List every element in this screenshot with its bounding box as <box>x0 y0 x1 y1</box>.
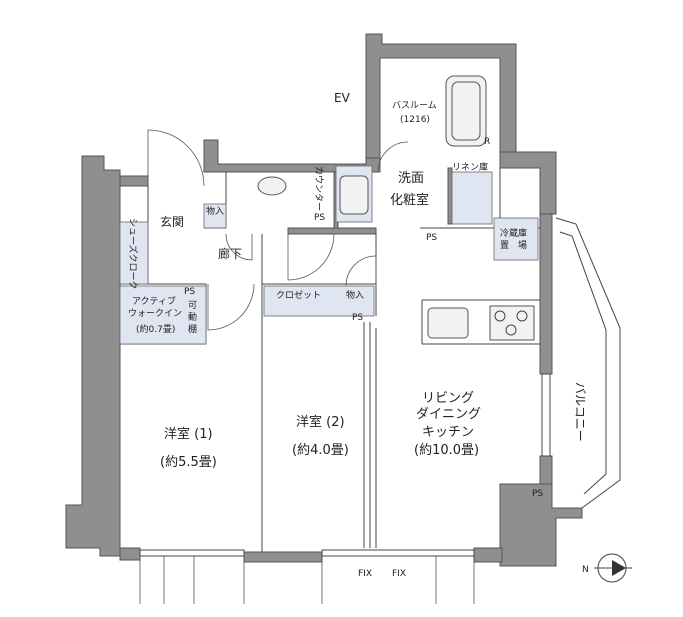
entrance-label: 玄関 <box>160 214 184 229</box>
washroom-label-2: 化粧室 <box>390 192 429 208</box>
movable-shelf-label-1: 可 <box>188 300 197 311</box>
entrance-door <box>147 129 205 187</box>
bottom-right-wall <box>499 483 583 567</box>
partition-corridor <box>287 227 377 235</box>
top-wall-left <box>203 139 381 173</box>
movable-shelf-label-3: 棚 <box>188 323 197 335</box>
walkin-label-1: アクティブ <box>132 295 176 307</box>
room1-size-label: (約5.5畳) <box>160 455 217 470</box>
movable-shelf-label-2: 動 <box>188 312 197 323</box>
ps-label-5: PS <box>532 489 543 499</box>
shoes-cloak-label: シューズクローク <box>127 218 139 290</box>
burner-3 <box>505 324 517 336</box>
ev-wall <box>365 33 517 159</box>
counter-label: カウンター <box>313 166 324 211</box>
right-window <box>541 373 551 457</box>
ps-label-4: PS <box>352 313 363 323</box>
walkin-label-2: ウォークイン <box>128 308 182 319</box>
closet-area <box>263 285 375 317</box>
left-outer-wall <box>65 155 121 557</box>
ldk-label-2: ダイニング <box>416 407 481 422</box>
wash-door <box>377 141 409 173</box>
toilet <box>257 176 287 196</box>
ldk-label-1: リビング <box>422 391 474 406</box>
washbasin <box>339 175 369 215</box>
corridor-label: 廊下 <box>218 246 242 261</box>
sliding-partition <box>363 322 371 548</box>
fridge-area <box>493 217 539 261</box>
bottom-window-2 <box>321 549 475 557</box>
active-walkin-area <box>119 285 207 345</box>
burner-2 <box>516 310 528 322</box>
fix-label-2: FIX <box>392 569 406 579</box>
room1-door <box>207 283 255 331</box>
partition-linen <box>447 167 453 225</box>
fix-label-1: FIX <box>358 569 372 579</box>
walkin-label-3: (約0.7畳) <box>136 323 175 335</box>
right-wall <box>539 213 553 375</box>
ldk-door <box>345 255 377 287</box>
fridge-label-2: 置 場 <box>500 239 527 251</box>
balcony-inner <box>559 231 607 495</box>
ldk-label-3: キッチン <box>422 425 474 440</box>
bathtub-inner <box>451 81 481 141</box>
entrance-top-wall <box>119 175 149 187</box>
fridge-label-1: 冷蔵庫 <box>500 227 527 239</box>
room1-label: 洋室 (1) <box>164 426 213 442</box>
bottom-wall-1 <box>119 547 141 561</box>
compass-n-label: N <box>582 565 589 575</box>
burner-1 <box>494 310 506 322</box>
washroom-label-1: 洗面 <box>398 171 424 186</box>
kitchen-sink <box>427 307 469 339</box>
bottom-sash-1 <box>139 556 245 604</box>
corridor-door <box>225 233 253 261</box>
balcony-outline <box>555 217 621 509</box>
room2-door <box>287 233 335 281</box>
ev-label: EV <box>334 91 351 105</box>
bottom-sash-2 <box>321 556 475 604</box>
right-upper-wall <box>499 151 557 215</box>
ps-label-2: PS <box>426 233 437 243</box>
room2-label: 洋室 (2) <box>296 414 345 430</box>
linen-area <box>451 171 493 225</box>
bottom-wall-3 <box>473 547 503 563</box>
ldk-size-label: (約10.0畳) <box>414 443 479 458</box>
shoes-cloak-area <box>119 221 149 285</box>
storage2-label: 物入 <box>346 289 364 301</box>
closet-label: クロゼット <box>276 289 321 301</box>
bathroom-size-label: (1216) <box>400 115 430 125</box>
linen-label: リネン庫 <box>452 161 488 173</box>
room2-size-label: (約4.0畳) <box>292 443 349 458</box>
right-wall-lower <box>539 455 553 485</box>
ps-label-3: PS <box>184 287 195 297</box>
compass <box>594 553 632 583</box>
bottom-wall-2 <box>243 551 323 563</box>
ps-label-1: PS <box>314 213 325 223</box>
balcony-label: バルコニー <box>573 382 587 442</box>
storage-entrance <box>203 203 227 229</box>
storage-label: 物入 <box>206 205 224 217</box>
r-mark-label: R <box>484 137 490 147</box>
bottom-window-1 <box>139 549 245 557</box>
bathroom-label: バスルーム <box>392 100 437 111</box>
